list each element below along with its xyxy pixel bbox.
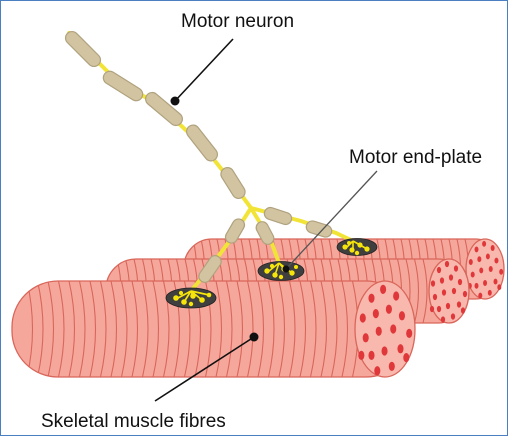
motor-neuron-label-group: Motor neuron	[171, 11, 295, 106]
motor-end-plate-leader-dot	[283, 266, 290, 273]
motor-end-plate-front	[166, 288, 216, 308]
motor-end-plate-middle	[258, 262, 304, 281]
motor-end-plate-label: Motor end-plate	[349, 147, 482, 168]
skeletal-muscle-fibres-label: Skeletal muscle fibres	[41, 411, 226, 432]
motor-neuron-label: Motor neuron	[181, 11, 294, 32]
motor-neuron-leader-dot	[171, 97, 180, 106]
motor-neuron-leader-line	[175, 39, 233, 101]
muscle-fibres-leader-dot	[250, 333, 259, 342]
motor-end-plate-back	[337, 239, 377, 256]
